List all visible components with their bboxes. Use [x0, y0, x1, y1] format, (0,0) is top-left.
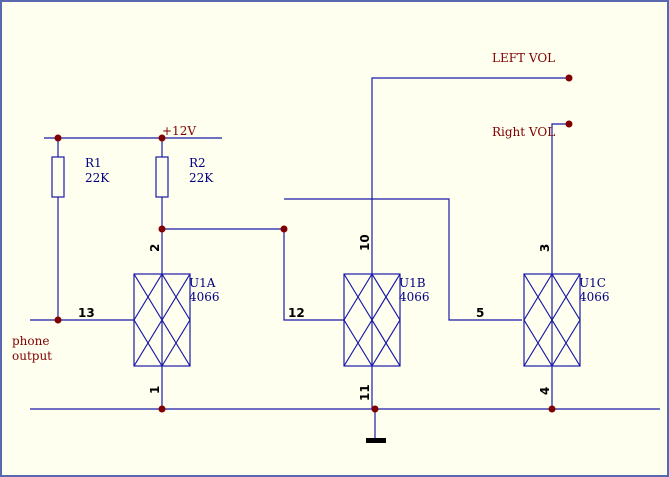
u1b-switch-symbol-diag-c2 [343, 319, 373, 367]
u1a-switch-symbol-diag-d1 [161, 273, 191, 321]
r2-resistor-body [155, 156, 169, 198]
u1c-ref-label: U1C [579, 276, 606, 290]
junction-nodes [54, 74, 573, 413]
u1a-switch-symbol-diag-d2 [161, 319, 191, 367]
u1b-switch-symbol-diag-d1 [371, 273, 401, 321]
u1a-part-label: 4066 [189, 290, 220, 304]
u1a-top-pin-number: 2 [148, 244, 162, 252]
u1a-ref-label: U1A [189, 276, 216, 290]
u1b-ground-junction [371, 405, 379, 413]
u1b-switch-symbol-diag-c1 [343, 273, 373, 321]
u1b-control-pin-number: 12 [288, 306, 305, 320]
u1c-switch-symbol-diag-c1 [523, 273, 553, 321]
ground-symbol [366, 438, 386, 443]
phone-output-label-line2: output [12, 349, 52, 363]
parts [51, 156, 581, 367]
u1c-switch-symbol-diag-c2 [523, 319, 553, 367]
wires [30, 77, 660, 438]
u1a-switch-symbol-diag-c1 [133, 273, 163, 321]
u1c-control-pin-number: 5 [476, 306, 484, 320]
r2-value-label: 22K [189, 171, 214, 185]
right-vol-wire [551, 123, 569, 274]
u1a-switch-symbol-diag-c2 [133, 319, 163, 367]
r1-vcc-junction [54, 134, 62, 142]
u1c-part-label: 4066 [579, 290, 610, 304]
r2-vcc-junction [158, 134, 166, 142]
u1c-control-wire [284, 198, 522, 321]
right-vol-label: Right VOL [492, 125, 555, 139]
u1b-part-label: 4066 [399, 290, 430, 304]
u1a-switch-symbol [133, 273, 191, 367]
r1-resistor-body [51, 156, 65, 198]
phone-output-junction [54, 316, 62, 324]
u1b-bottom-pin-number: 11 [358, 384, 372, 401]
u1b-switch-symbol [343, 273, 401, 367]
u1b-ref-label: U1B [399, 276, 426, 290]
u1c-switch-symbol-diag-d2 [551, 319, 581, 367]
u1a-control-pin-number: 13 [78, 306, 95, 320]
r2-ref-label: R2 [189, 156, 206, 170]
u1a-ground-junction [158, 405, 166, 413]
phone-output-label-line1: phone [12, 334, 49, 348]
u1b-feed-junction [280, 225, 288, 233]
r1-ref-label: R1 [85, 156, 102, 170]
u1c-bottom-pin-number: 4 [538, 387, 552, 395]
left-vol-wire [371, 77, 569, 274]
u1c-top-pin-number: 3 [538, 244, 552, 252]
u1c-ground-junction [548, 405, 556, 413]
u1b-switch-symbol-diag-d2 [371, 319, 401, 367]
u1c-switch-symbol [523, 273, 581, 367]
right-vol-terminal [565, 120, 573, 128]
r1-value-label: 22K [85, 171, 110, 185]
left-vol-terminal [565, 74, 573, 82]
vcc-label: +12V [162, 124, 196, 138]
left-vol-label: LEFT VOL [492, 51, 555, 65]
u1b-control-wire [283, 229, 344, 321]
u1a-bottom-pin-number: 1 [148, 386, 162, 394]
u1c-switch-symbol-diag-d1 [551, 273, 581, 321]
u1a-top-junction [158, 225, 166, 233]
u1b-top-pin-number: 10 [358, 234, 372, 251]
